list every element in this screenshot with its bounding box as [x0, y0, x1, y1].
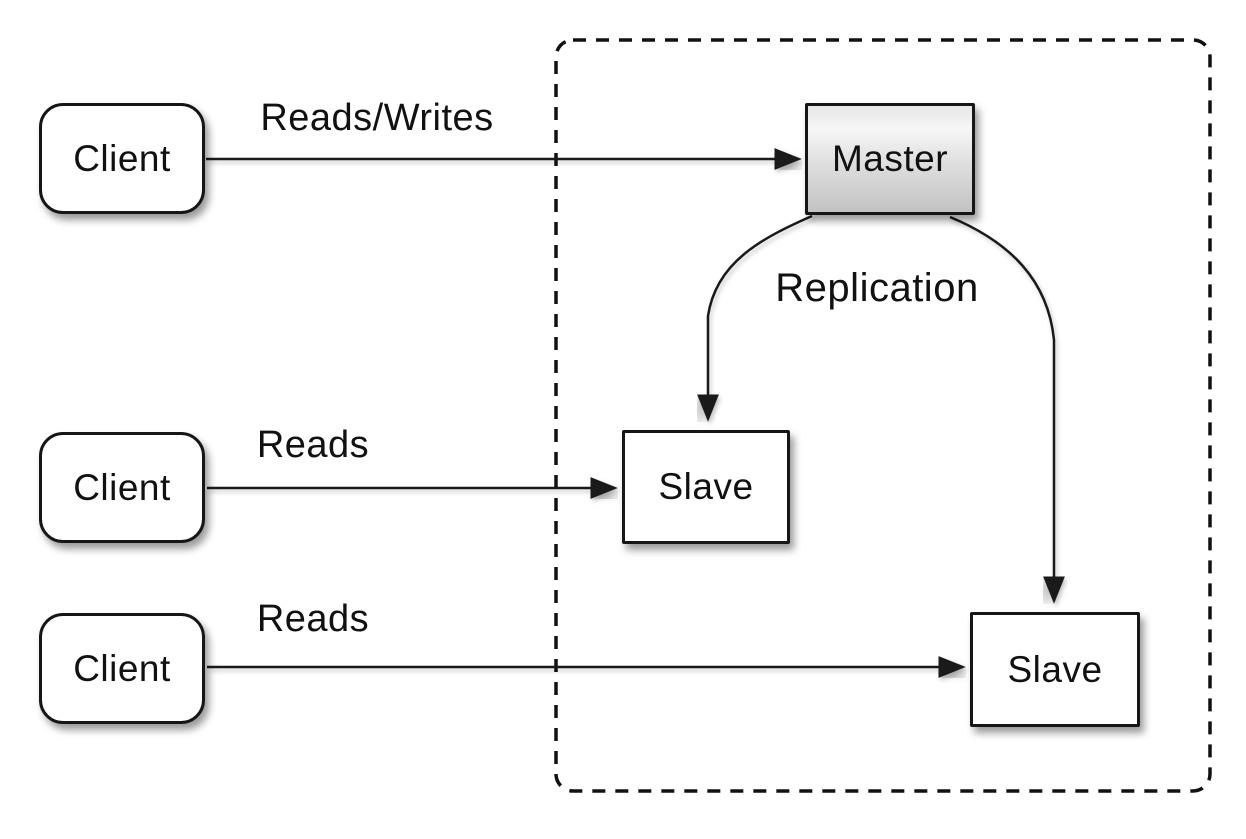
client-node-bottom-label: Client [73, 647, 171, 689]
master-node-label: Master [831, 138, 949, 179]
slave-node-right-label: Slave [1007, 648, 1103, 690]
edge-label-reads-bottom: Reads [256, 598, 370, 640]
edge-replication-left-arrow [697, 214, 813, 422]
slave-node-left: Slave [622, 430, 790, 544]
slave-node-right: Slave [970, 612, 1140, 727]
edge-label-reads-middle: Reads [256, 424, 370, 466]
client-node-middle: Client [39, 432, 205, 543]
master-node: Master [805, 103, 975, 215]
edge-label-replication: Replication [775, 266, 979, 310]
client-node-top-label: Client [73, 137, 171, 179]
edge-label-reads-writes: Reads/Writes [260, 97, 494, 139]
slave-node-left-label: Slave [658, 466, 754, 507]
client-node-middle-label: Client [73, 466, 171, 508]
client-node-bottom: Client [39, 613, 205, 724]
client-node-top: Client [39, 103, 205, 214]
